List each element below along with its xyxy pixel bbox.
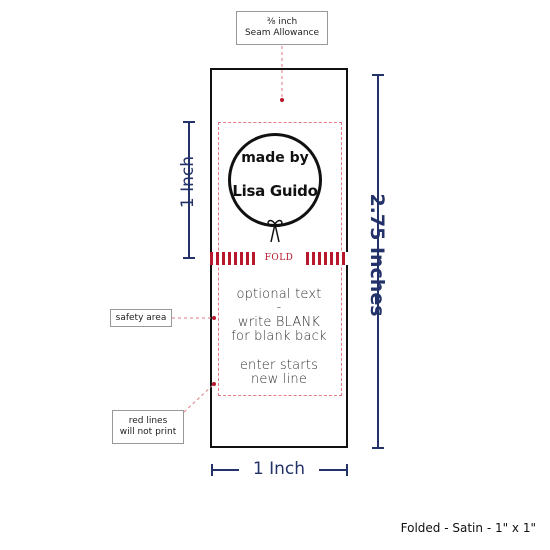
will-not-print-label: will not print bbox=[119, 427, 177, 437]
redlines-leader-line bbox=[183, 383, 215, 413]
seam-allowance-label: Seam Allowance bbox=[244, 28, 320, 38]
height-total-label: 2.75 Inches bbox=[366, 193, 388, 317]
blank-back-line: for blank back bbox=[231, 329, 327, 344]
product-caption: Folded - Satin - 1" x 1" bbox=[400, 521, 536, 535]
enter-starts-line: enter starts bbox=[239, 358, 319, 373]
red-lines-callout: red lines will not print bbox=[112, 410, 184, 444]
redlines-leader-dot bbox=[212, 382, 216, 386]
height-folded-label: 1 Inch bbox=[178, 155, 198, 209]
write-blank-line: write BLANK bbox=[237, 315, 321, 330]
red-lines-label: red lines bbox=[128, 416, 168, 426]
logo-made-by: made by bbox=[241, 150, 309, 166]
seam-leader-dot bbox=[280, 98, 284, 102]
safety-area-callout: safety area bbox=[110, 309, 172, 327]
seam-allowance-size: ⅜ inch bbox=[266, 17, 298, 27]
new-line-line: new line bbox=[250, 372, 308, 387]
width-label: 1 Inch bbox=[252, 459, 306, 479]
seam-allowance-callout: ⅜ inch Seam Allowance bbox=[236, 11, 328, 45]
logo-name: Lisa Guido bbox=[232, 182, 318, 200]
fold-label: FOLD bbox=[255, 252, 303, 265]
safety-leader-dot bbox=[212, 316, 216, 320]
optional-text-line: optional text bbox=[236, 287, 322, 302]
bow-icon bbox=[267, 219, 283, 243]
dash-line: - bbox=[276, 300, 282, 315]
